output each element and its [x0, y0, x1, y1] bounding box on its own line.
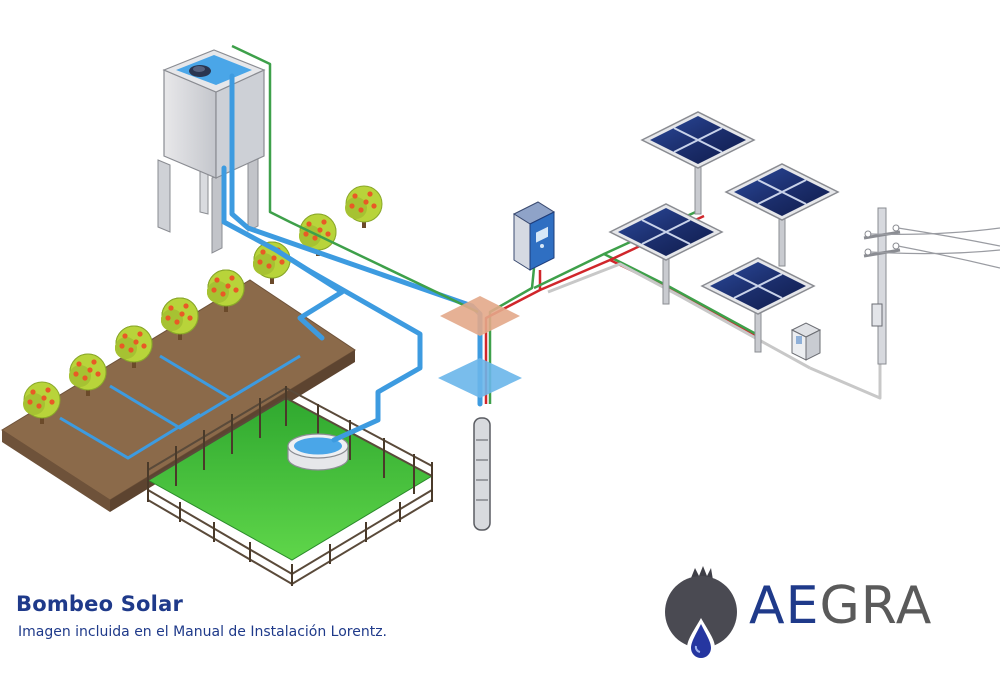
solar-panel: [724, 163, 840, 267]
well-junction: [438, 296, 522, 531]
tree: [115, 325, 153, 368]
diagram-title: Bombeo Solar: [16, 592, 184, 616]
solar-panel: [700, 257, 816, 353]
tree: [69, 353, 107, 396]
brand-wordmark: AEGRA: [749, 576, 932, 636]
water-tower: [157, 49, 266, 254]
tree: [207, 269, 245, 312]
aegra-logo: AEGRA: [655, 566, 985, 670]
tree: [345, 185, 383, 228]
submersible-pump: [473, 417, 491, 531]
tree: [161, 297, 199, 340]
fenced-field: [146, 386, 434, 586]
solar-array: [608, 111, 840, 353]
solar-panel: [608, 203, 724, 305]
pump-controller: [512, 201, 556, 271]
brand-wordmark-ae: AE: [749, 576, 820, 636]
tree: [23, 381, 61, 424]
ac-disconnect-box: [790, 322, 822, 361]
solar-panel: [640, 111, 756, 215]
utility-pole: [863, 207, 1000, 365]
brand-wordmark-gra: GRA: [819, 576, 933, 636]
pomegranate-water-drop-icon: [665, 566, 737, 662]
orchard-trees: [23, 185, 383, 424]
diagram-subtitle: Imagen incluida en el Manual de Instalac…: [18, 624, 388, 640]
